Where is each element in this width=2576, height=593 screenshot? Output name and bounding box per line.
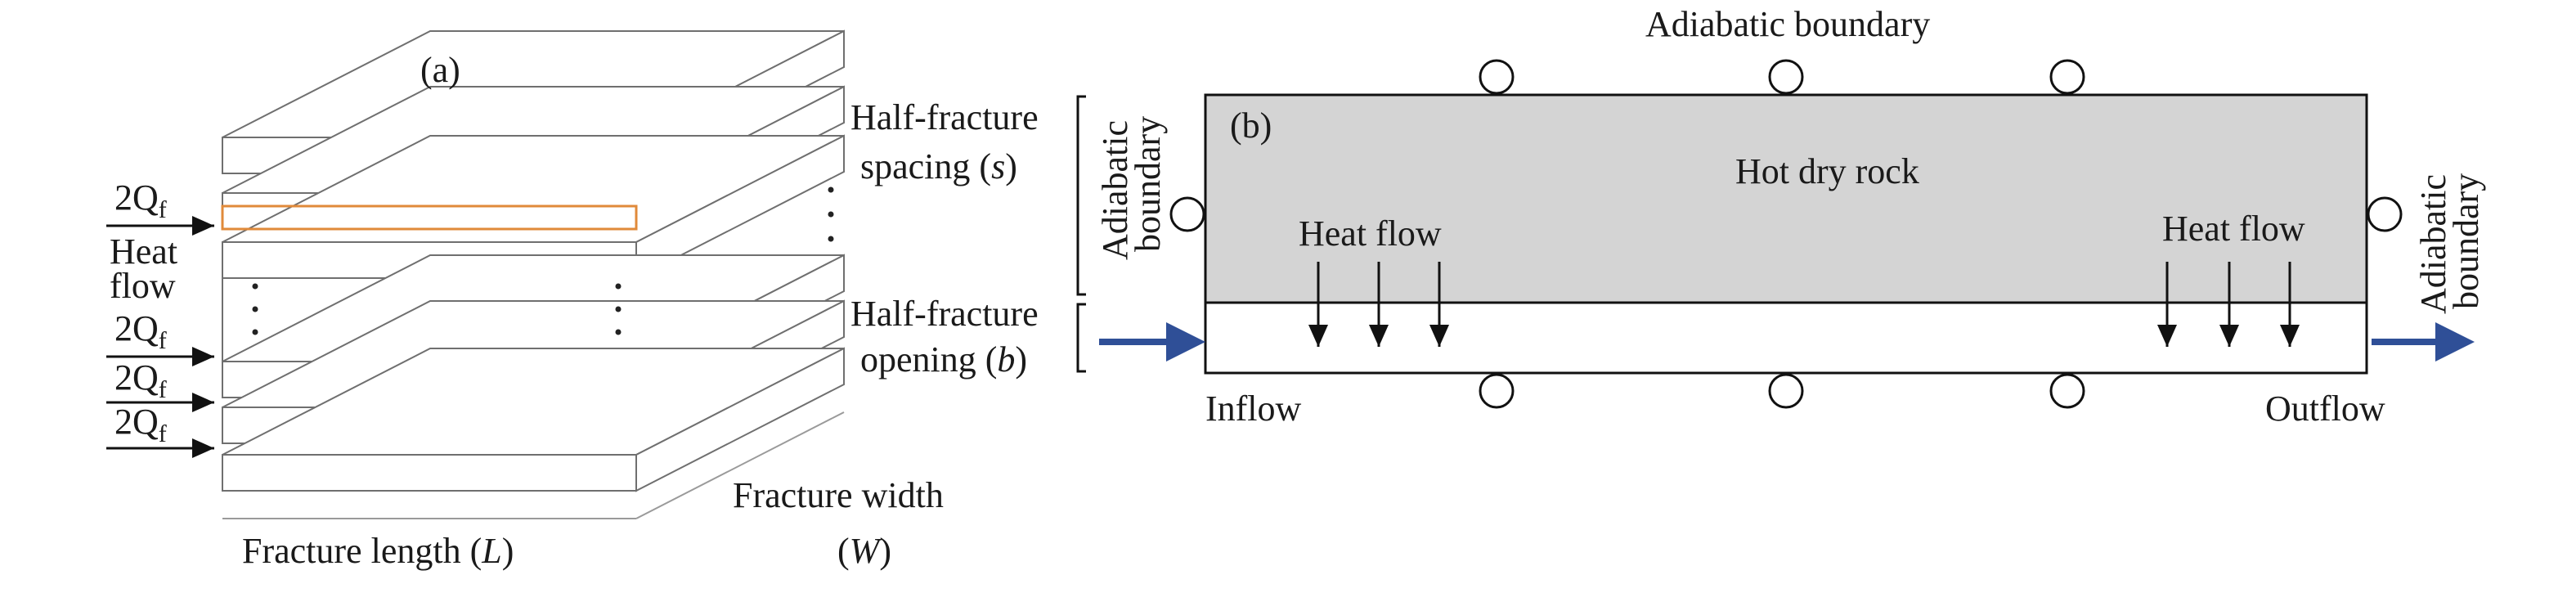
inflow-rate-subscript-4: f [159, 420, 167, 447]
roller-symbol [1768, 373, 1804, 409]
inflow-rate-subscript-3: f [159, 376, 167, 403]
panel-a: (a) 2Qf Heat flow 2Qf 2Qf 2Qf Half-fract… [106, 29, 1039, 571]
half-fracture-opening-label-1: Half-fracture [850, 294, 1039, 334]
inflow-rate-3: 2Q [114, 357, 159, 398]
heat-flow-label-a1: Heat [110, 231, 177, 272]
svg-text:2Qf: 2Qf [114, 357, 167, 403]
half-fracture-spacing-label-1: Half-fracture [850, 97, 1039, 137]
svg-text:2Qf: 2Qf [114, 177, 167, 223]
top-boundary-label: Adiabatic boundary [1645, 4, 1930, 44]
inflow-rate-mid: 2Qf [106, 308, 214, 366]
fracture-width-label: Fracture width [733, 475, 944, 515]
opening-bracket [1076, 303, 1086, 373]
hot-dry-rock-block [1204, 93, 2368, 304]
left-boundary-label-2: boundary [1128, 116, 1168, 252]
panel-a-label: (a) [420, 50, 460, 90]
inflow-rate: 2Q [114, 177, 159, 218]
inflow-rate-top: 2Qf [106, 177, 214, 236]
inflow-rate-lower: 2Qf [106, 357, 214, 412]
heat-flow-left-label: Heat flow [1299, 213, 1442, 254]
left-boundary-label-1: Adiabatic [1095, 120, 1135, 260]
roller-symbol [1479, 373, 1515, 409]
heat-flow-arrows-right [2157, 262, 2300, 347]
hot-dry-rock-label: Hot dry rock [1735, 151, 1919, 191]
roller-supports [1169, 59, 2403, 409]
roller-symbol [1169, 196, 1205, 232]
roller-symbol [1479, 59, 1515, 95]
right-boundary-label-1: Adiabatic [2413, 174, 2453, 314]
slab-6 [222, 347, 845, 492]
roller-symbol [2049, 373, 2085, 409]
inflow-rate-bottom: 2Qf [106, 402, 214, 458]
inflow-label: Inflow [1205, 389, 1302, 429]
heat-flow-right-label: Heat flow [2162, 209, 2305, 249]
half-fracture-opening-label-2: opening (b) [860, 339, 1027, 380]
heat-flow-label-a2: flow [110, 266, 176, 306]
svg-text:2Qf: 2Qf [114, 402, 167, 447]
inflow-rate-2: 2Q [114, 308, 159, 348]
fracture-width-dimension [635, 411, 845, 519]
panel-b-label: (b) [1230, 106, 1272, 146]
svg-text:2Qf: 2Qf [114, 308, 167, 354]
roller-symbol [2367, 196, 2403, 232]
fracture-length-label: Fracture length (L) [242, 531, 514, 571]
right-boundary-label-2: boundary [2446, 173, 2486, 309]
panel-b: Adiabatic boundary (b) Hot dry rock Adia… [1076, 4, 2486, 429]
stack-continuation-dots [252, 186, 834, 335]
inflow-rate-subscript-2: f [159, 327, 167, 354]
half-fracture-spacing-label-2: spacing (s) [860, 146, 1017, 186]
heat-flow-arrows-left [1308, 262, 1449, 347]
fracture-highlight [221, 204, 638, 231]
inflow-rate-4: 2Q [114, 402, 159, 442]
fracture-width-symbol: (W) [837, 531, 891, 571]
inflow-rate-subscript: f [159, 196, 167, 223]
outflow-label: Outflow [2265, 389, 2385, 429]
roller-symbol [2049, 59, 2085, 95]
roller-symbol [1768, 59, 1804, 95]
left-boundary-bracket [1076, 95, 1086, 296]
